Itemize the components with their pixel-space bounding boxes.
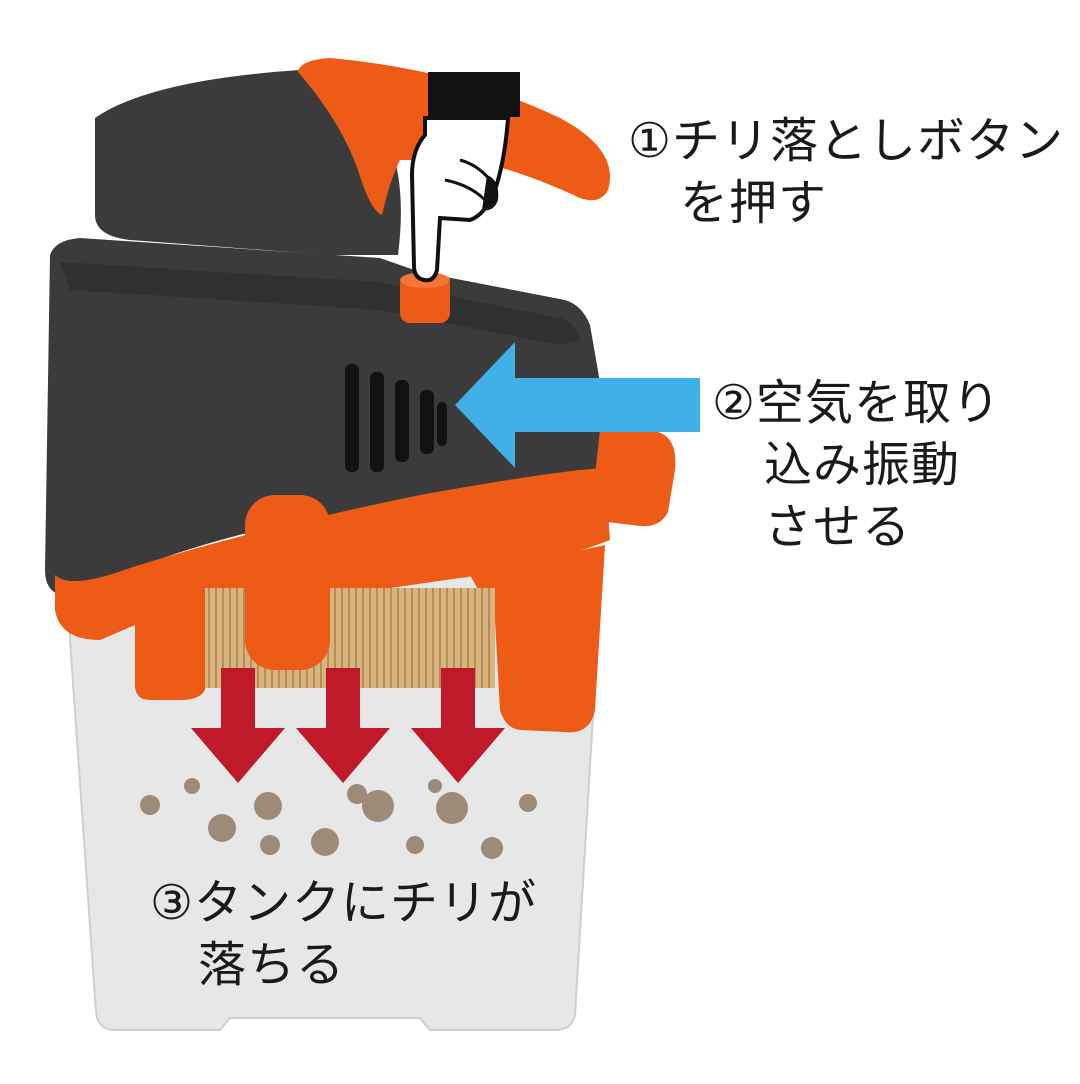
caption-step3-line2: 落ちる [198, 937, 346, 993]
vent-grille-icon [345, 364, 447, 472]
body-top-bevel [60, 262, 580, 345]
filter-frame-left [135, 598, 210, 700]
down-arrows [191, 668, 505, 783]
caption-step2-line2: 込み振動 [764, 437, 961, 493]
handle-housing [95, 70, 401, 255]
dust-particle-icon [362, 790, 394, 822]
dust-particle-icon [481, 837, 503, 859]
caption-step2-line1: ②空気を取り [712, 375, 1002, 431]
dust-particle-icon [184, 778, 200, 794]
caption-step2: ②空気を取り 込み振動 させる [712, 372, 1001, 558]
caption-step1: ①チリ落としボタン を押す [628, 110, 1064, 234]
air-intake-arrow-icon [455, 342, 700, 468]
caption-step1-line1: ①チリ落としボタン [628, 113, 1065, 169]
dust-particle-icon [428, 779, 442, 793]
dust-particle-icon [311, 828, 339, 856]
down-arrow-icon [191, 668, 285, 783]
dust-particles [140, 778, 537, 859]
pointing-hand-icon [409, 72, 520, 283]
orange-band [55, 468, 610, 640]
dust-particle-icon [347, 784, 367, 804]
dust-particle-icon [406, 836, 424, 854]
caption-step2-line3: させる [764, 499, 912, 555]
dust-particle-icon [140, 795, 160, 815]
dust-particle-icon [208, 814, 236, 842]
side-latch [590, 430, 676, 527]
dust-particle-icon [260, 835, 280, 855]
caption-step3: ③タンクにチリが 落ちる [150, 872, 537, 996]
dust-particle-icon [436, 792, 468, 824]
dust-particle-icon [519, 794, 537, 812]
caption-step1-line2: を押す [680, 175, 828, 231]
caption-step3-line1: ③タンクにチリが [150, 875, 538, 931]
front-clip [245, 495, 330, 670]
down-arrow-icon [411, 668, 505, 783]
down-arrow-icon [296, 668, 390, 783]
dust-particle-icon [254, 792, 282, 820]
filter-frame-right [470, 545, 605, 733]
